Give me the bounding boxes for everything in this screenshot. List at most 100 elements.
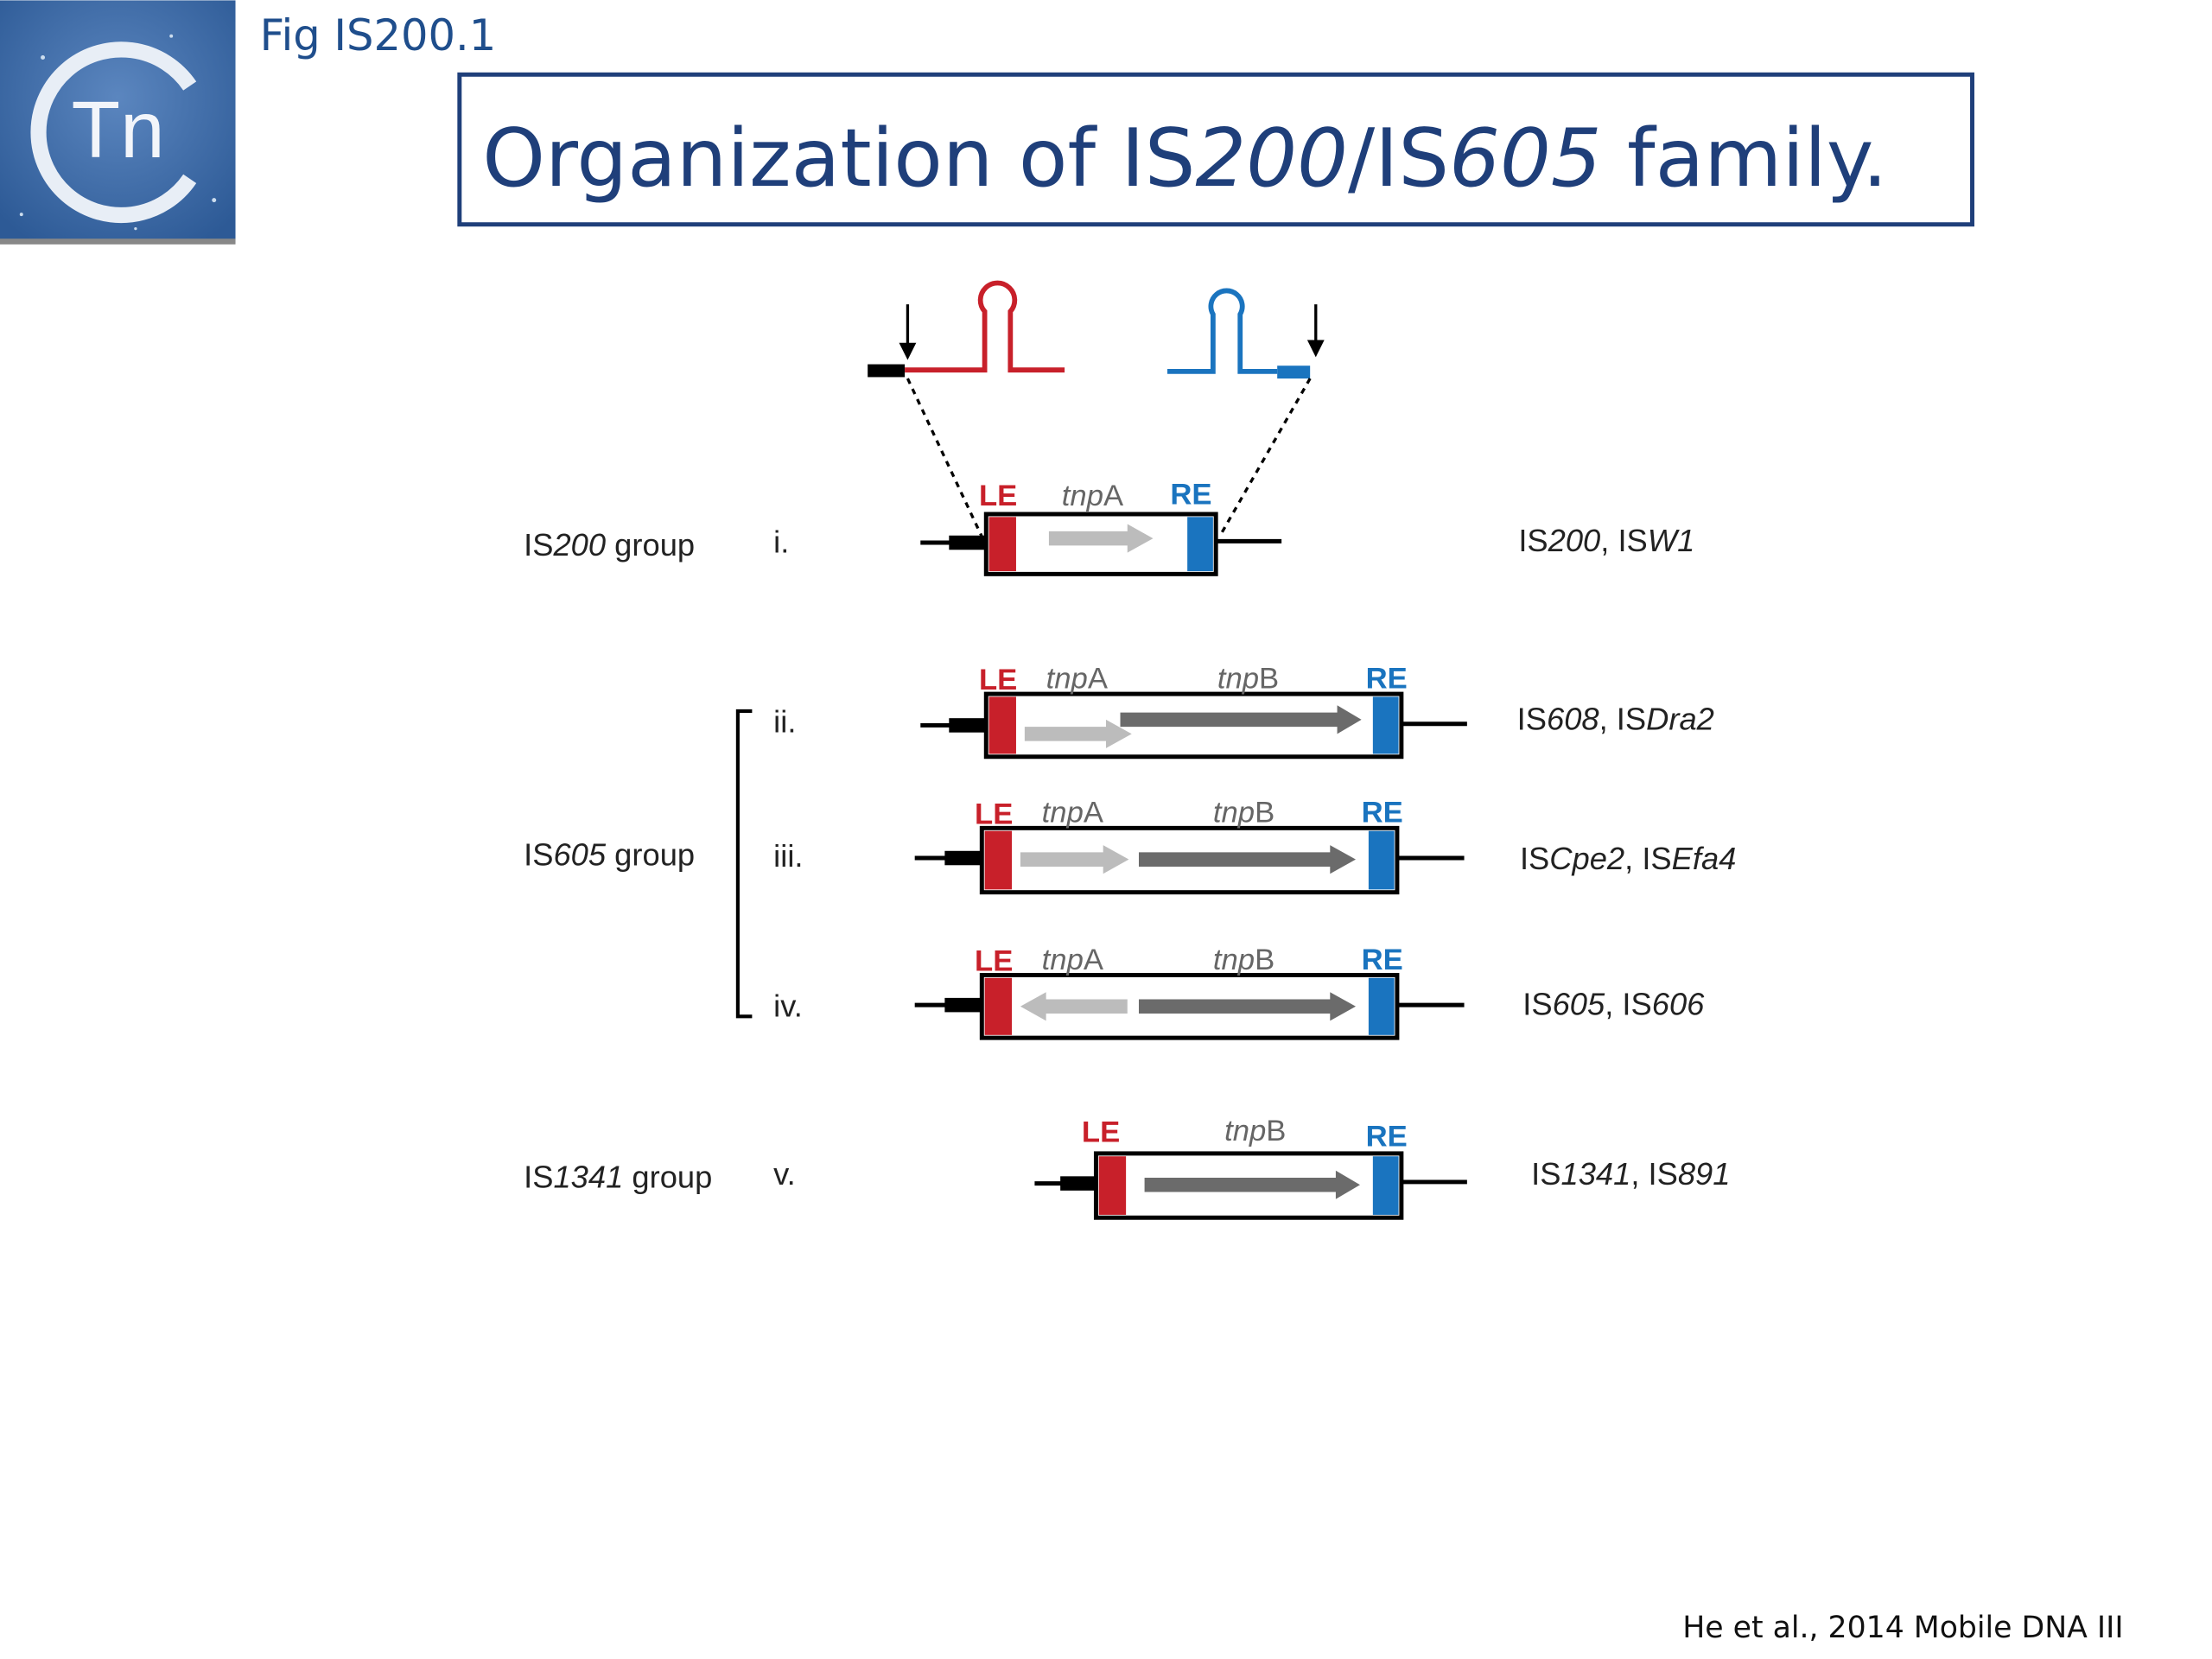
header-logo_text: Tn [72, 85, 165, 175]
diagram-rows-2-examples-1-it: Efa4 [1672, 841, 1737, 876]
cleavage-arrow-icon [899, 342, 917, 360]
diagram-rows-4-examples-0-pre: IS [1531, 1156, 1560, 1192]
header-title-p5: family. [1602, 111, 1888, 205]
diagram-le: LE [975, 798, 1013, 830]
diagram-rows-3-examples-0-it: 605 [1553, 987, 1605, 1022]
diagram-tnpA: tnp [1046, 662, 1088, 695]
diagram-tnpB_suffix: B [1255, 944, 1274, 976]
diagram-rows-4-examples-1-it: 891 [1678, 1156, 1731, 1192]
diagram-tnpB: tnp [1213, 944, 1255, 976]
diagram-rows-4-numeral: v. [773, 1156, 796, 1192]
group-label: IS1341 group [524, 1160, 712, 1195]
diagram-rows-1-examples-1-it: Dra2 [1646, 701, 1714, 736]
group-label: IS605 group [524, 836, 695, 872]
diagram-re: RE [1366, 1121, 1408, 1154]
header-title-p3: /IS [1348, 111, 1449, 205]
tnpB-arrow [1120, 705, 1362, 734]
row-is200: LE tnpA RE IS200 group i. IS200, ISW1 [524, 478, 1694, 576]
diagram-tnpA_suffix: A [1084, 944, 1104, 976]
diagram-rows-3-numeral: iv. [773, 988, 803, 1023]
svg-text:IS605, IS606: IS605, IS606 [1522, 987, 1705, 1022]
right-end-hairpin [1167, 288, 1325, 537]
svg-text:IS608, ISDra2: IS608, ISDra2 [1517, 701, 1714, 736]
diagram-tnpA: tnp [1042, 944, 1084, 976]
svg-text:ISCpe2, ISEfa4: ISCpe2, ISEfa4 [1520, 841, 1736, 876]
diagram-rows-3-examples-0-pre: IS [1522, 987, 1552, 1022]
svg-text:IS1341, IS891: IS1341, IS891 [1531, 1156, 1730, 1192]
diagram-re: RE [1170, 478, 1211, 511]
svg-text:tnpA: tnpA [1046, 662, 1109, 695]
diagram-groups-is200-pre: IS [524, 527, 553, 563]
svg-text:tnpB: tnpB [1213, 944, 1274, 976]
svg-text:tnpA: tnpA [1042, 797, 1104, 830]
diagram-groups-is1341-post: group [623, 1160, 712, 1195]
svg-text:tnpA: tnpA [1042, 944, 1104, 976]
right-end-box [1187, 517, 1213, 572]
svg-text:tnpA: tnpA [1062, 480, 1124, 512]
diagram-rows-3-examples-1-it: 606 [1652, 987, 1705, 1022]
header-title-p4: 605 [1449, 111, 1602, 205]
is605-group-bracket [735, 709, 753, 1019]
diagram-groups-is200-post: group [606, 527, 695, 563]
diagram-le: LE [979, 480, 1017, 512]
left-end-box [988, 517, 1016, 572]
diagram-rows-3-examples-1-pre: , IS [1605, 987, 1652, 1022]
diagram-groups-is605-post: group [606, 836, 695, 872]
diagram-rows-2-numeral: iii. [773, 838, 803, 874]
diagram-rows-1-examples-1-pre: , IS [1599, 701, 1647, 736]
header-title-p1: Organization of IS [482, 111, 1195, 205]
page-title: Organization of IS200/IS605 family. [482, 111, 1887, 205]
diagram-rows-4-examples-1-pre: , IS [1630, 1156, 1678, 1192]
diagram-tnpA_suffix: A [1103, 480, 1124, 512]
diagram-re: RE [1362, 797, 1403, 830]
diagram-tnpA: tnp [1062, 480, 1103, 512]
tnpA-arrow [1024, 719, 1132, 748]
tnpB-arrow [1138, 845, 1357, 874]
row-is1341: LE tnpB RE IS1341 group v. IS1341, IS891 [524, 1115, 1730, 1220]
svg-text:tnpB: tnpB [1213, 797, 1274, 830]
diagram-rows-1-examples-0-pre: IS [1517, 701, 1547, 736]
row-iscpe2: LE tnpA tnpB RE IS605 group iii. ISCpe2,… [524, 797, 1736, 895]
figure-label: Fig IS200.1 [260, 10, 497, 60]
diagram-groups-is1341-num: 1341 [553, 1160, 623, 1195]
diagram-groups-is1341-pre: IS [524, 1160, 553, 1195]
title-box [457, 72, 1975, 227]
examples: IS200, ISW1 [1518, 523, 1694, 558]
diagram-tnpA_suffix: A [1084, 797, 1104, 830]
diagram-rows-1-examples-0-it: 608 [1547, 701, 1599, 736]
diagram-tnpB_suffix: B [1255, 797, 1274, 830]
diagram-re: RE [1366, 662, 1408, 695]
diagram-groups-is605-num: 605 [553, 836, 606, 872]
diagram-tnpA_suffix: A [1088, 662, 1109, 695]
diagram-groups-is200-num: 200 [552, 527, 606, 563]
diagram-rows-2-examples-1-pre: , IS [1624, 841, 1672, 876]
diagram-tnpB_suffix: B [1266, 1115, 1286, 1147]
diagram-groups-is605-pre: IS [524, 836, 553, 872]
diagram-rows-1-numeral: ii. [773, 704, 796, 740]
citation: He et al., 2014 Mobile DNA III [1682, 1611, 2123, 1645]
diagram-tnpA: tnp [1042, 797, 1084, 830]
diagram-rows-2-examples-0-it: Cpe2 [1549, 841, 1624, 876]
row-is605: LE tnpA tnpB RE iv. IS605, IS606 [773, 944, 1705, 1040]
diagram-le: LE [979, 664, 1017, 696]
tnpB-arrow [1144, 1170, 1360, 1199]
diagram-re: RE [1362, 944, 1403, 976]
diagram-rows-0-examples-0-pre: IS [1518, 523, 1548, 558]
cleavage-arrow-icon [1306, 340, 1325, 358]
diagram-le: LE [975, 945, 1013, 978]
diagram-rows-0-numeral: i. [773, 524, 789, 560]
group-label: IS200 group [524, 527, 695, 563]
diagram-tnpB: tnp [1213, 797, 1255, 830]
row-is608: LE tnpA tnpB RE ii. IS608, ISDra2 [773, 662, 1714, 760]
left-end-hairpin [868, 280, 1065, 543]
diagram-rows-2-examples-0-pre: IS [1520, 841, 1549, 876]
diagram-rows-0-examples-1-pre: , IS [1600, 523, 1648, 558]
diagram-le: LE [1082, 1116, 1120, 1149]
diagram-tnpB_suffix: B [1259, 662, 1279, 695]
diagram-rows-0-examples-1-it: W1 [1648, 523, 1695, 558]
diagram-tnpB: tnp [1217, 662, 1259, 695]
svg-text:tnpB: tnpB [1224, 1115, 1286, 1147]
tnpA-arrow [1020, 845, 1129, 874]
header-title-p2: 200 [1195, 111, 1348, 205]
